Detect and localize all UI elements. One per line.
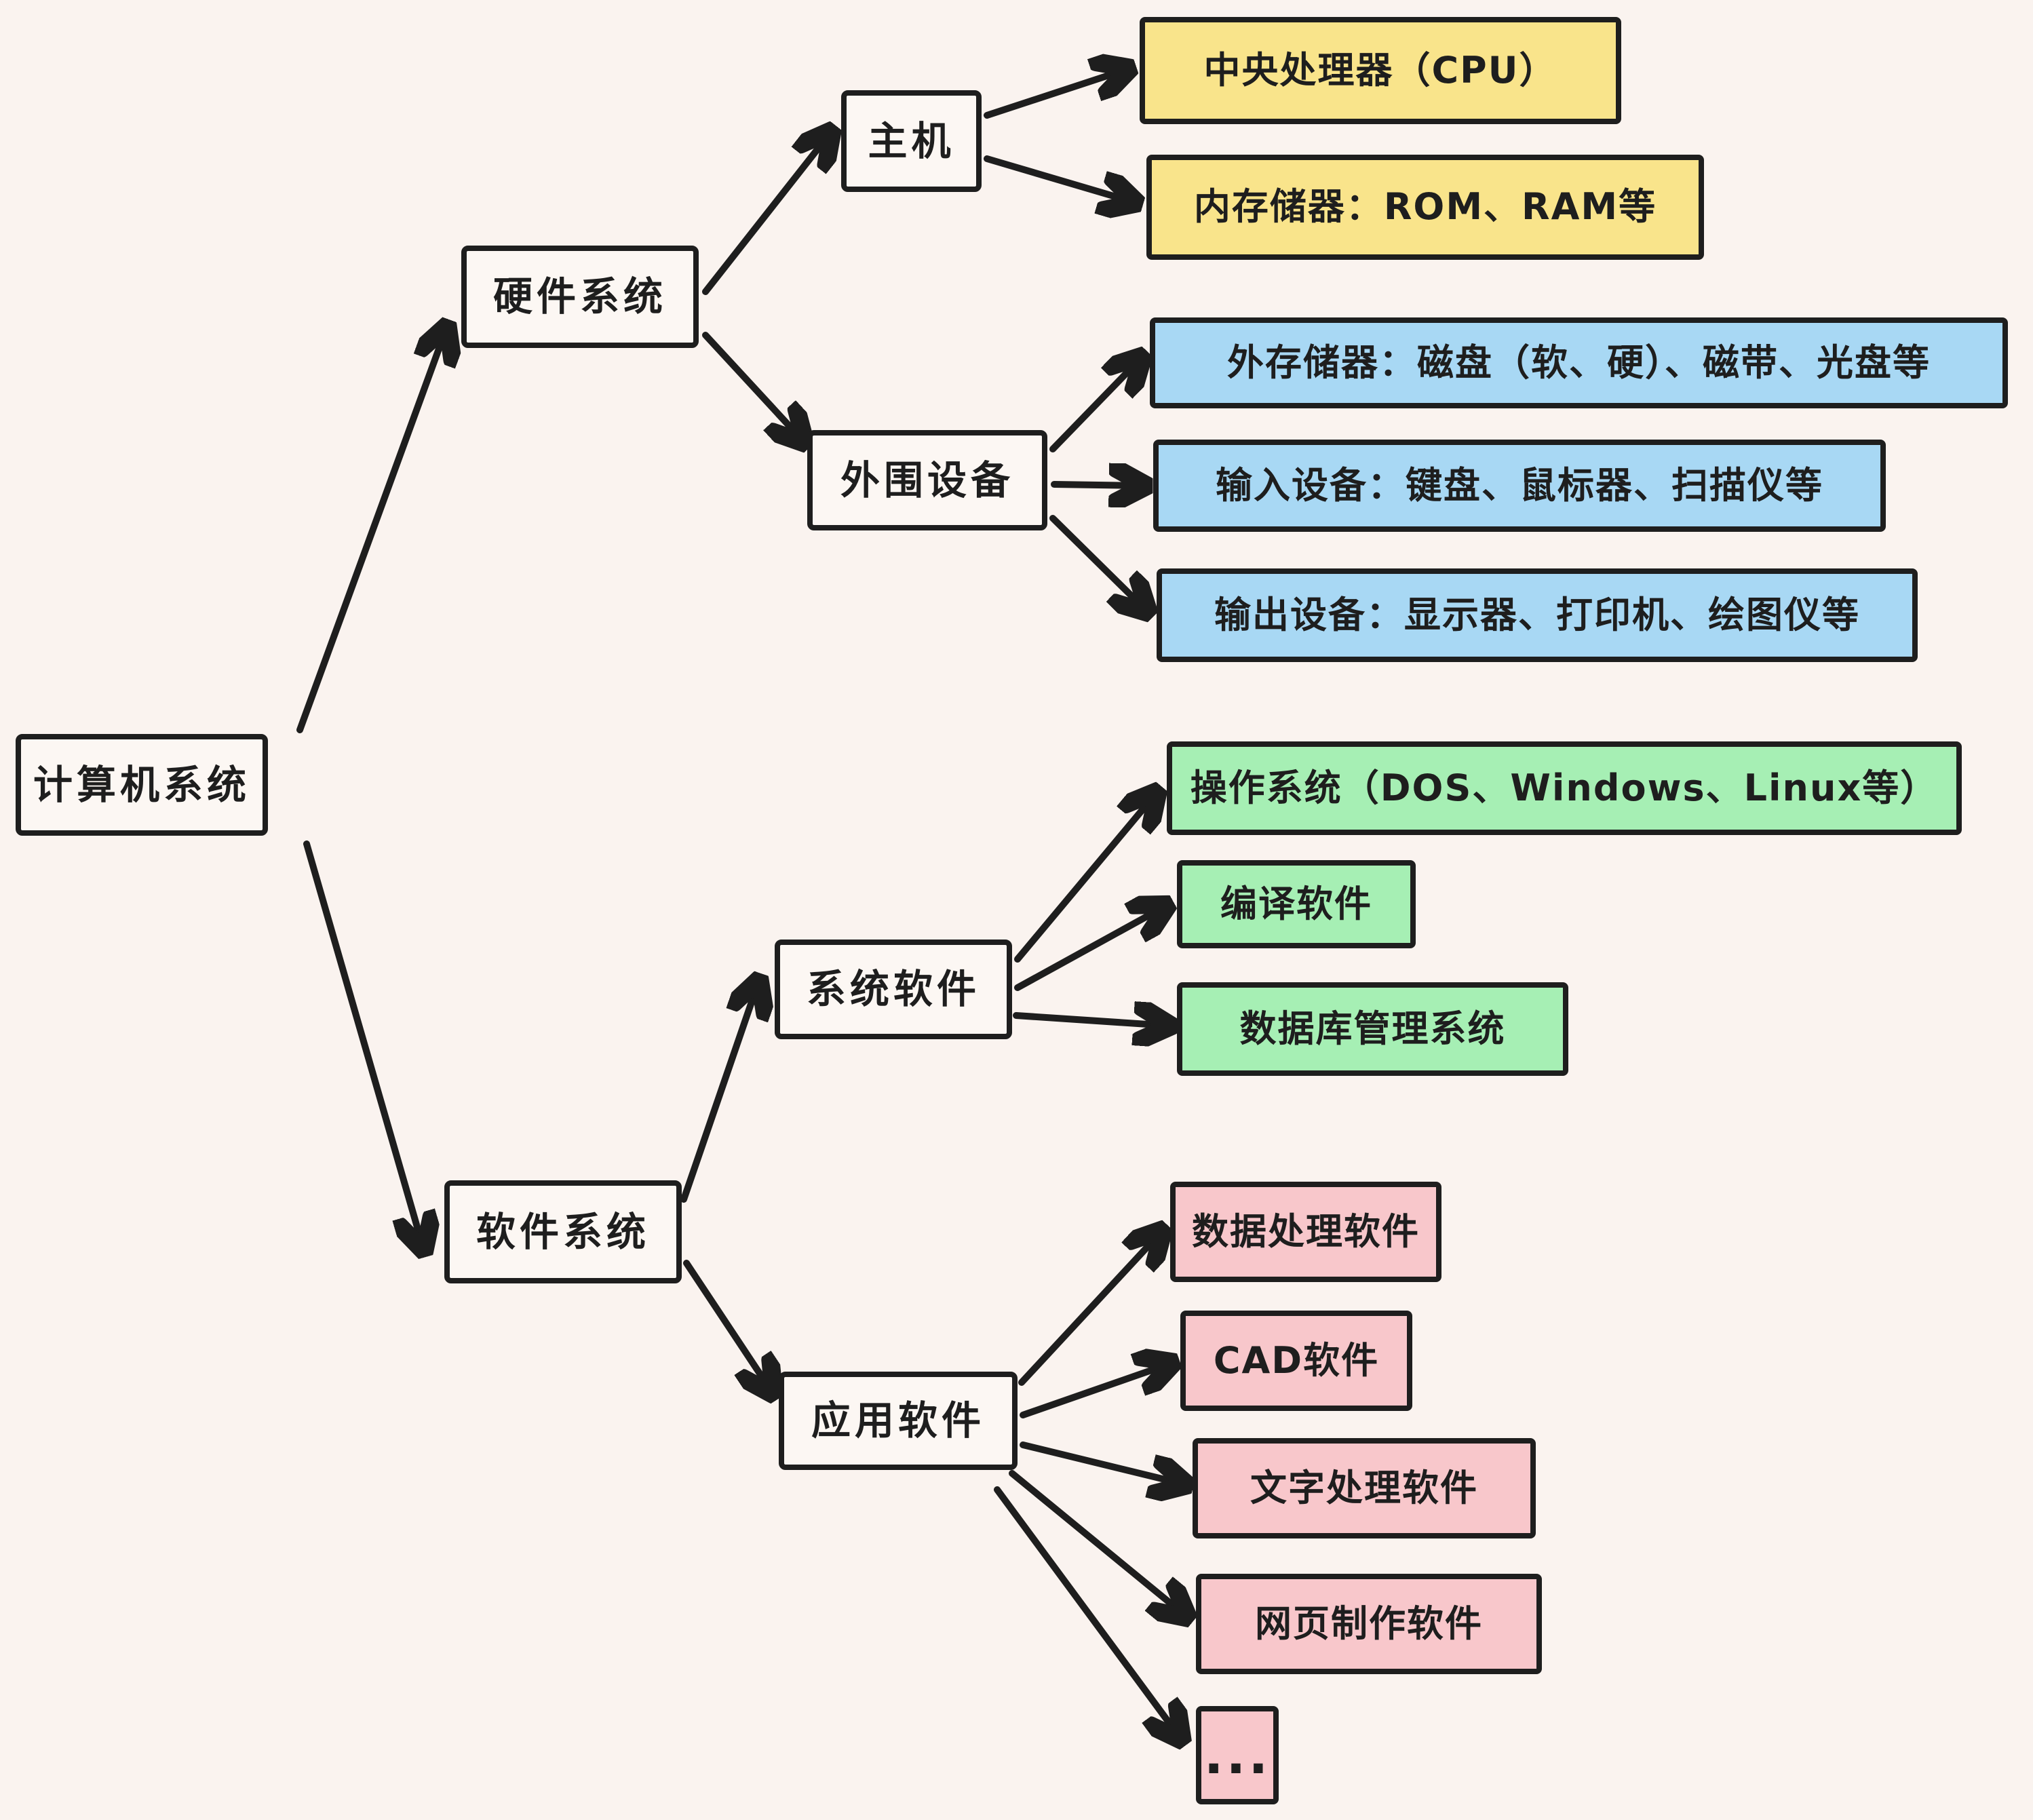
edge-hardware-host	[702, 133, 830, 295]
node-hardware-system-label: 硬件系统	[492, 273, 667, 320]
node-host: 主机	[841, 90, 982, 192]
node-application-software: 应用软件	[779, 1372, 1018, 1470]
edge-system-software-os	[1014, 794, 1156, 963]
node-software-system-label: 软件系统	[476, 1208, 650, 1255]
node-hardware-system: 硬件系统	[461, 246, 699, 348]
leaf-web-design-label: 网页制作软件	[1255, 1602, 1483, 1645]
leaf-dbms: 数据库管理系统	[1177, 982, 1568, 1076]
edge-application-word-processing	[1020, 1441, 1184, 1484]
edge-software-application-software	[683, 1260, 772, 1392]
edge-software-system-software	[680, 982, 758, 1203]
leaf-web-design: 网页制作软件	[1196, 1574, 1542, 1674]
node-computer-system: 计算机系统	[16, 734, 268, 836]
leaf-data-processing: 数据处理软件	[1170, 1182, 1441, 1282]
leaf-cpu-label: 中央处理器（CPU）	[1203, 48, 1557, 92]
leaf-external-storage: 外存储器：磁盘（软、硬）、磁带、光盘等	[1150, 317, 2008, 408]
edge-application-ellipsis	[994, 1486, 1180, 1738]
leaf-memory: 内存储器：ROM、RAM等	[1146, 155, 1704, 260]
node-host-label: 主机	[868, 117, 955, 164]
leaf-word-processing-label: 文字处理软件	[1250, 1466, 1478, 1509]
edge-system-software-compiler	[1014, 906, 1165, 991]
node-software-system: 软件系统	[444, 1180, 682, 1283]
node-system-software: 系统软件	[775, 940, 1012, 1039]
leaf-input-devices-label: 输入设备：键盘、鼠标器、扫描仪等	[1216, 463, 1823, 507]
node-computer-system-label: 计算机系统	[33, 761, 250, 808]
node-application-software-label: 应用软件	[811, 1397, 985, 1444]
leaf-ellipsis-label: ...	[1203, 1724, 1271, 1785]
edge-root-hardware	[296, 328, 446, 733]
leaf-operating-system: 操作系统（DOS、Windows、Linux等）	[1167, 741, 1962, 835]
edge-host-memory	[984, 155, 1134, 202]
leaf-cad: CAD软件	[1180, 1311, 1412, 1411]
edge-peripheral-input-devices	[1051, 484, 1144, 486]
leaf-ellipsis: ...	[1196, 1706, 1279, 1804]
leaf-input-devices: 输入设备：键盘、鼠标器、扫描仪等	[1153, 440, 1886, 532]
node-system-software-label: 系统软件	[806, 966, 980, 1013]
leaf-dbms-label: 数据库管理系统	[1239, 1007, 1506, 1050]
leaf-output-devices: 输出设备：显示器、打印机、绘图仪等	[1157, 568, 1918, 662]
edge-application-data-processing	[1018, 1232, 1161, 1386]
edge-host-cpu	[984, 69, 1127, 119]
edge-root-software	[303, 840, 423, 1248]
edge-peripheral-external-storage	[1049, 358, 1141, 452]
leaf-output-devices-label: 输出设备：显示器、打印机、绘图仪等	[1214, 593, 1860, 636]
edge-system-software-dbms	[1013, 1015, 1168, 1026]
leaf-operating-system-label: 操作系统（DOS、Windows、Linux等）	[1190, 766, 1939, 809]
leaf-compiler-label: 编译软件	[1220, 882, 1372, 925]
leaf-word-processing: 文字处理软件	[1193, 1438, 1536, 1538]
node-peripheral-devices-label: 外围设备	[840, 457, 1014, 503]
edge-hardware-peripheral	[702, 332, 803, 441]
leaf-data-processing-label: 数据处理软件	[1192, 1209, 1420, 1253]
edge-application-web-design	[1009, 1470, 1186, 1616]
leaf-cpu: 中央处理器（CPU）	[1140, 17, 1621, 124]
leaf-cad-label: CAD软件	[1213, 1338, 1380, 1382]
edge-application-cad	[1020, 1363, 1171, 1418]
leaf-compiler: 编译软件	[1177, 860, 1416, 948]
leaf-memory-label: 内存储器：ROM、RAM等	[1193, 185, 1657, 229]
edge-peripheral-output-devices	[1049, 515, 1146, 611]
leaf-external-storage-label: 外存储器：磁盘（软、硬）、磁带、光盘等	[1227, 341, 1931, 384]
node-peripheral-devices: 外围设备	[807, 430, 1047, 530]
